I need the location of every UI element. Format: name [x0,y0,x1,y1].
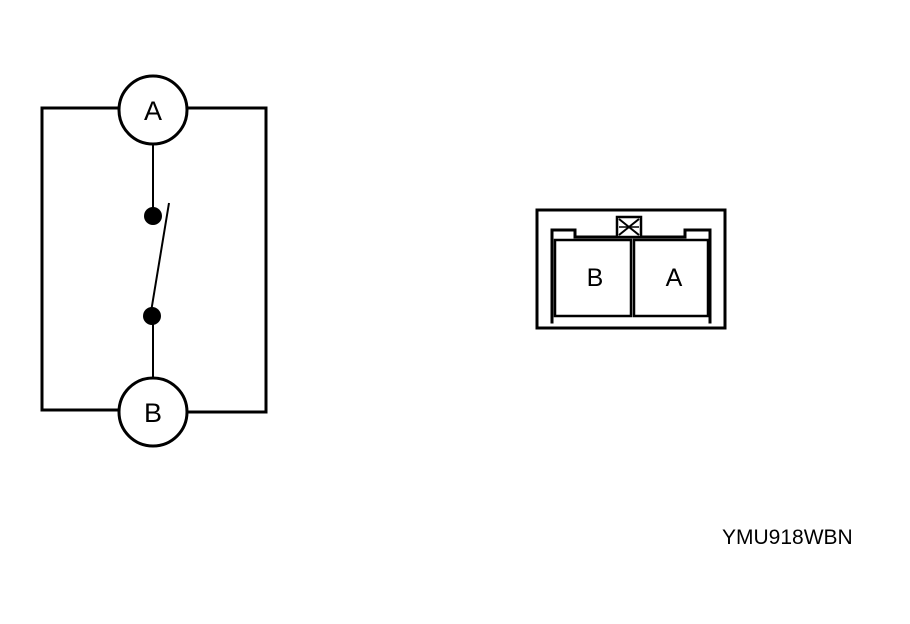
switch-schematic: A B [40,74,268,448]
reference-code: YMU918WBN [722,526,853,549]
contact-upper [144,207,162,225]
contact-lower [143,307,161,325]
terminal-b-label: B [144,398,162,428]
pin-b-cell: B [553,238,633,318]
switch-blade [150,202,170,313]
terminal-a: A [117,74,189,146]
connector-face: B A [535,208,727,330]
loop-wire-right [184,106,268,414]
lock-tab-icon [615,215,643,239]
pin-a-cell: A [632,238,710,318]
loop-wire [40,106,122,412]
terminal-a-label: A [144,96,162,126]
pin-a-label: A [666,264,683,292]
terminal-b: B [117,376,189,448]
pin-b-label: B [587,264,604,292]
